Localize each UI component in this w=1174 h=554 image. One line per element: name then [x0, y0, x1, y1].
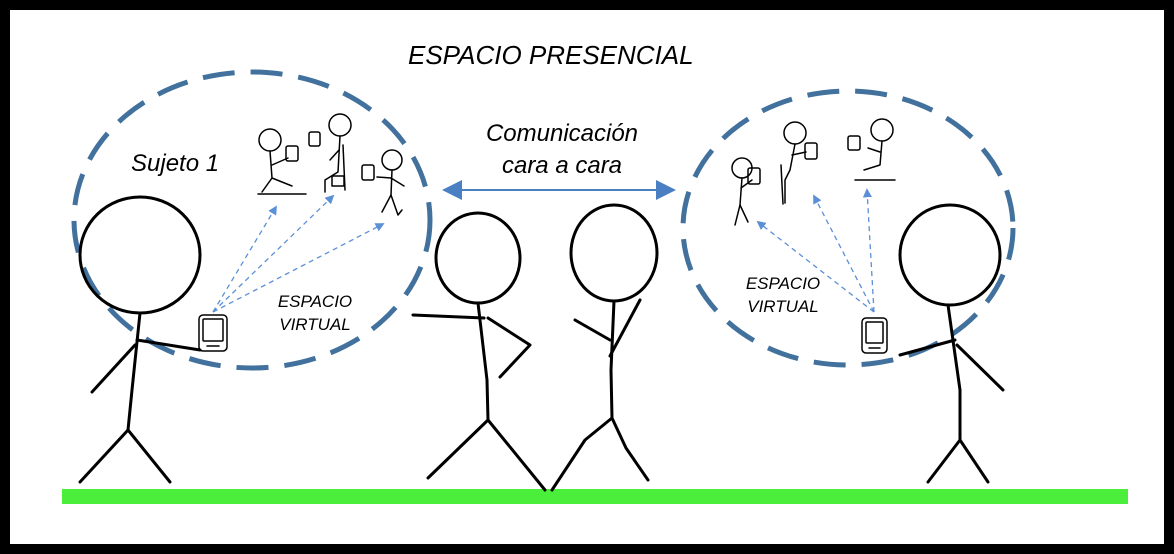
left-arrow-1 — [212, 205, 277, 313]
right-figure — [898, 203, 1005, 484]
right-virtual-space-label: ESPACIO VIRTUAL — [745, 274, 821, 316]
subject-1-phone-icon — [198, 314, 228, 352]
diagram-title: ESPACIO PRESENCIAL — [408, 40, 694, 70]
left-virtual-space-circle — [71, 69, 433, 371]
right-arrow-2 — [813, 194, 875, 313]
left-virtual-person-chair — [324, 113, 352, 193]
left-virtual-person-sitting-floor — [257, 128, 321, 195]
ground-line — [62, 489, 1128, 504]
left-virtual-person-standing — [361, 149, 405, 216]
communication-label: Comunicación cara a cara — [485, 120, 639, 179]
subject-1-label: Sujeto 1 — [131, 150, 220, 177]
subject-1-figure — [78, 195, 202, 484]
middle-left-figure — [411, 211, 547, 492]
left-arrow-3 — [212, 223, 385, 313]
right-virtual-space-circle — [680, 88, 1016, 368]
right-virtual-person-standing — [731, 157, 761, 226]
middle-right-figure — [550, 203, 659, 492]
left-virtual-space-label: ESPACIO VIRTUAL — [277, 292, 353, 334]
left-arrow-2 — [212, 194, 335, 313]
right-arrow-3 — [862, 188, 875, 313]
right-arrow-1 — [756, 220, 875, 313]
right-virtual-person-sitting-floor — [847, 118, 896, 181]
right-phone-icon — [861, 317, 888, 354]
right-virtual-person-chair — [780, 121, 818, 205]
